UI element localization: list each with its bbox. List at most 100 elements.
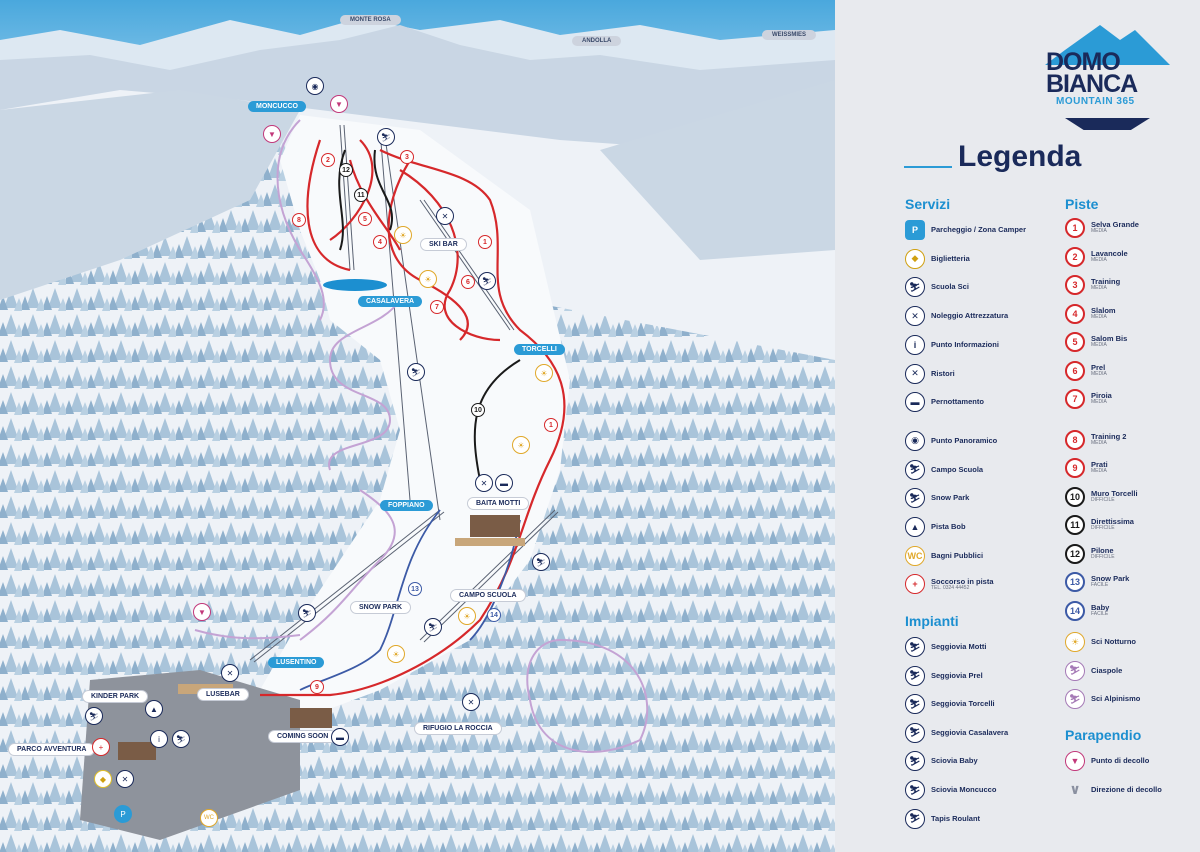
piste-extra-item: ⛷Sci Alpinismo xyxy=(1065,688,1140,710)
restaurant-icon[interactable]: ✕ xyxy=(436,207,454,225)
chairlift-icon[interactable]: ⛷ xyxy=(377,128,395,146)
bob-icon: ▲ xyxy=(905,517,925,537)
lift-icon: ⛷ xyxy=(905,780,925,800)
legend-item-label: Ciaspole xyxy=(1091,665,1123,675)
piste-marker-3[interactable]: 3 xyxy=(400,150,414,164)
piste-number-icon: 5 xyxy=(1065,332,1085,352)
tow-lift-icon[interactable]: ⛷ xyxy=(532,553,550,571)
bed-icon[interactable]: ▬ xyxy=(495,474,513,492)
chairlift-icon[interactable]: ⛷ xyxy=(407,363,425,381)
building-label-campo-scuola[interactable]: CAMPO SCUOLA xyxy=(450,589,526,602)
building-label-rifugio-la-roccia[interactable]: RIFUGIO LA ROCCIA xyxy=(414,722,502,735)
servizi-item: ▬Pernottamento xyxy=(905,391,984,413)
building-label-kinder-park[interactable]: KINDER PARK xyxy=(82,690,149,703)
piste-marker-13[interactable]: 13 xyxy=(408,582,422,596)
legend-item-label: Snow Park xyxy=(931,493,970,503)
lift-icon: ⛷ xyxy=(905,751,925,772)
parapendio-item: ∨Direzione di decollo xyxy=(1065,779,1162,801)
legend-item-label: Seggiovia Prel xyxy=(931,670,983,680)
restaurant-icon[interactable]: ✕ xyxy=(462,693,480,711)
bed-icon[interactable]: ▬ xyxy=(331,728,349,746)
building-label-coming-soon: COMING SOON xyxy=(268,730,338,743)
piste-marker-5[interactable]: 5 xyxy=(358,212,372,226)
piste-marker-11[interactable]: 11 xyxy=(354,188,368,202)
chairlift-icon[interactable]: ⛷ xyxy=(298,604,316,622)
lift-icon: ⛷ xyxy=(905,665,925,686)
section-parapendio-title: Parapendio xyxy=(1065,727,1142,743)
piste-marker-10[interactable]: 10 xyxy=(471,403,485,417)
bob-icon[interactable]: ▲ xyxy=(145,700,163,718)
servizi-item: ⛷Scuola Sci xyxy=(905,276,969,298)
piste-marker-1b[interactable]: 1 xyxy=(544,418,558,432)
legend-item-label: Sciovia Moncucco xyxy=(931,785,997,795)
legend-item-label: Punto di decollo xyxy=(1091,756,1150,766)
paraglider-icon[interactable]: ▼ xyxy=(193,603,211,621)
restaurant-icon[interactable]: ✕ xyxy=(221,664,239,682)
piste-number-icon: 1 xyxy=(1065,218,1085,238)
paraglider-icon[interactable]: ▼ xyxy=(263,125,281,143)
ski-map[interactable]: MONTE ROSA ANDOLLA WEISSMIES MONCUCCO CA… xyxy=(0,0,835,852)
chairlift-icon[interactable]: ⛷ xyxy=(478,272,496,290)
mountain-label-andolla: ANDOLLA xyxy=(572,36,622,46)
tow-lift-icon[interactable]: ⛷ xyxy=(85,707,103,725)
building-label-ski-bar[interactable]: SKI BAR xyxy=(420,238,467,251)
piste-number-icon: 8 xyxy=(1065,429,1085,450)
piste-marker-14[interactable]: 14 xyxy=(487,608,501,622)
piste-marker-8[interactable]: 8 xyxy=(292,213,306,227)
piste-marker-6[interactable]: 6 xyxy=(461,275,475,289)
piste-marker-12[interactable]: 12 xyxy=(339,163,353,177)
legend-item-sublabel: MEDIA xyxy=(1091,370,1107,377)
place-label-torcelli[interactable]: TORCELLI xyxy=(514,344,565,355)
place-label-moncucco[interactable]: MONCUCCO xyxy=(248,101,306,112)
night-ski-icon: ☀ xyxy=(535,364,553,382)
piste-marker-7[interactable]: 7 xyxy=(430,300,444,314)
tapis-roulant-icon[interactable]: ⛷ xyxy=(424,618,442,636)
legend-item-label: Seggiovia Torcelli xyxy=(931,699,995,709)
camera-icon[interactable]: ◉ xyxy=(306,77,324,95)
rental-icon[interactable]: ✕ xyxy=(116,770,134,788)
legend-item-sublabel: TEL. 0324 44452 xyxy=(931,584,970,591)
first-aid-icon[interactable]: + xyxy=(92,738,110,756)
place-label-lusentino[interactable]: LUSENTINO xyxy=(268,657,325,668)
info-icon[interactable]: i xyxy=(150,730,168,748)
legend-item-sublabel: MEDIA xyxy=(1091,228,1107,235)
piste-marker-4[interactable]: 4 xyxy=(373,235,387,249)
legend-item-label: Punto Informazioni xyxy=(931,339,999,349)
lift-icon: ⛷ xyxy=(905,637,925,657)
parking-icon[interactable]: P xyxy=(114,805,132,823)
lift-icon: ⛷ xyxy=(905,722,925,743)
paraglider-icon[interactable]: ▼ xyxy=(330,95,348,113)
ticket-icon[interactable]: ◆ xyxy=(94,770,112,788)
training-area-icon: ⛷ xyxy=(905,459,925,480)
mountain-logo-icon xyxy=(1045,25,1170,130)
snowpark-icon: ⛷ xyxy=(905,488,925,509)
building-label-parco-avventura[interactable]: PARCO AVVENTURA xyxy=(8,743,96,756)
legend-item-label: Scuola Sci xyxy=(931,282,969,292)
piste-number-icon: 6 xyxy=(1065,360,1085,381)
legend-item-label: Seggiovia Motti xyxy=(931,642,987,652)
building-label-lusebar[interactable]: LUSEBAR xyxy=(197,688,249,701)
legend-item-sublabel: MEDIA xyxy=(1091,342,1107,349)
wc-icon[interactable]: WC xyxy=(200,809,218,827)
info-icon: i xyxy=(905,334,925,355)
place-label-foppiano[interactable]: FOPPIANO xyxy=(380,500,433,511)
restaurant-icon: ✕ xyxy=(905,363,925,384)
mountain-label-weissmies: WEISSMIES xyxy=(762,30,817,40)
piste-marker-2[interactable]: 2 xyxy=(321,153,335,167)
parapendio-item: ▼Punto di decollo xyxy=(1065,750,1149,772)
legend-item-sublabel: FACILE xyxy=(1091,582,1109,589)
piste-marker-1[interactable]: 1 xyxy=(478,235,492,249)
piste-marker-9[interactable]: 9 xyxy=(310,680,324,694)
section-impianti-title: Impianti xyxy=(905,613,959,629)
building-label-snow-park[interactable]: SNOW PARK xyxy=(350,601,412,614)
servizi-item: ✕Ristori xyxy=(905,363,955,385)
building-label-baita-motti[interactable]: BAITA MOTTI xyxy=(467,497,530,510)
ski-school-icon[interactable]: ⛷ xyxy=(172,730,190,748)
restaurant-icon[interactable]: ✕ xyxy=(475,474,493,492)
place-label-casalavera[interactable]: CASALAVERA xyxy=(358,296,423,307)
